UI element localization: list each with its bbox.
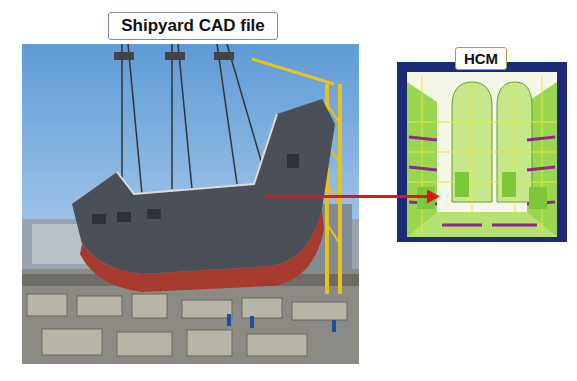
hull-model-render [397, 62, 567, 242]
ship-block-photo [22, 44, 359, 364]
arrow-connector [265, 190, 440, 204]
hooks [114, 52, 234, 60]
photo-background [22, 44, 359, 364]
ship-block [72, 99, 335, 292]
cylinder-label: Shipyard CAD file [108, 12, 278, 40]
cylinder-outline [388, 38, 574, 258]
cylinder-label: HCM [455, 47, 507, 70]
model-grid [407, 77, 557, 234]
database-cylinder: HCM [388, 38, 574, 258]
cylinder-outline [8, 4, 378, 378]
workers [227, 314, 336, 332]
model-stiffeners [409, 137, 555, 225]
model-blocks [417, 172, 547, 209]
dock-blocks [27, 294, 347, 356]
model-shell [407, 72, 557, 237]
lifting-ropes [122, 44, 262, 194]
database-cylinder: Shipyard CAD file [8, 4, 378, 378]
